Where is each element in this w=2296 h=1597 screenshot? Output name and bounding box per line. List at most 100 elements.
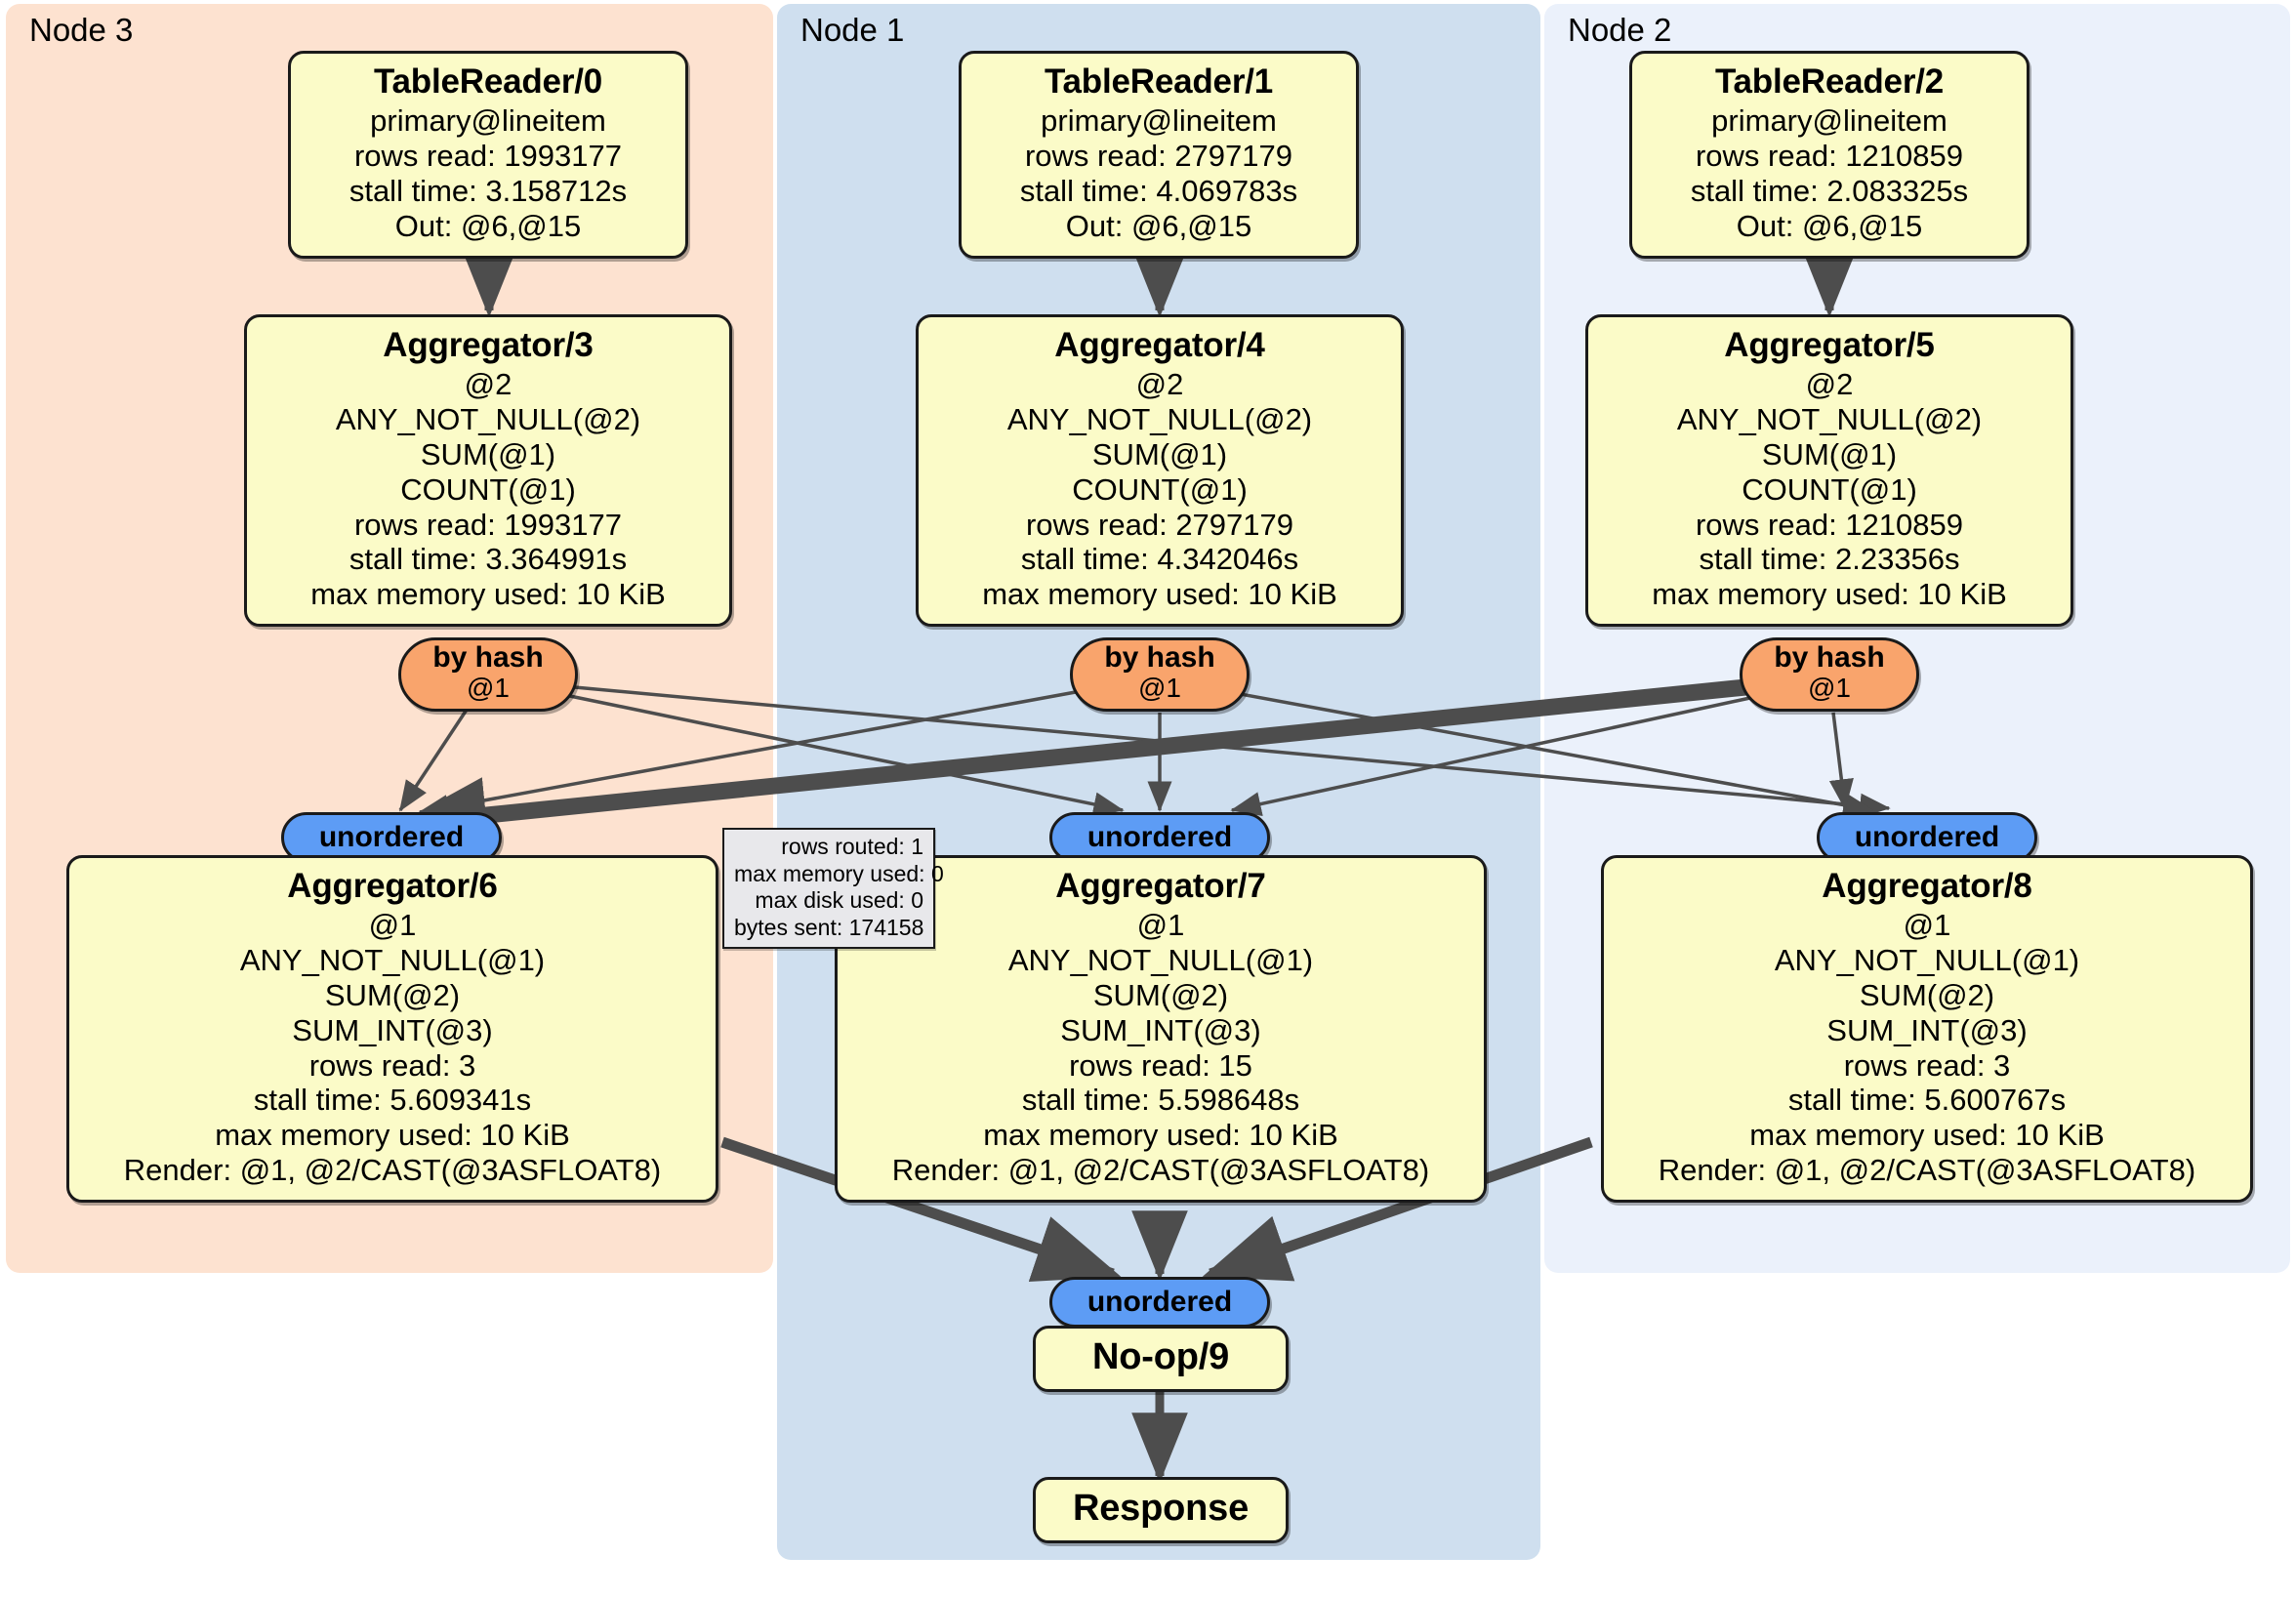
operator-detail: max memory used: 10 KiB (983, 1118, 1338, 1153)
operator-detail: rows read: 1993177 (353, 507, 623, 542)
operator-detail: @2 (1805, 366, 1854, 401)
router-unordered-final[interactable]: unordered (1049, 1277, 1270, 1328)
router-by-hash-node-3[interactable]: by hash @1 (398, 637, 578, 712)
operator-response[interactable]: Response (1033, 1477, 1289, 1544)
operator-detail: ANY_NOT_NULL(@1) (1774, 942, 2080, 977)
operator-detail: SUM(@2) (1092, 977, 1229, 1012)
operator-aggregator-8[interactable]: Aggregator/8 @1 ANY_NOT_NULL(@1) SUM(@2)… (1601, 855, 2253, 1204)
operator-title: Aggregator/3 (383, 326, 594, 364)
operator-detail: rows read: 2797179 (1025, 507, 1294, 542)
router-unordered-node-1[interactable]: unordered (1049, 812, 1270, 863)
operator-detail: ANY_NOT_NULL(@2) (335, 401, 641, 436)
router-title: by hash (1774, 641, 1885, 675)
cluster-label-node-3: Node 3 (29, 12, 134, 48)
router-title: by hash (432, 641, 544, 675)
operator-detail: rows read: 15 (1069, 1047, 1252, 1083)
operator-detail: rows read: 3 (1843, 1047, 2011, 1083)
operator-detail: @1 (1136, 907, 1185, 942)
operator-detail: SUM(@1) (420, 436, 556, 471)
operator-aggregator-7[interactable]: Aggregator/7 @1 ANY_NOT_NULL(@1) SUM(@2)… (835, 855, 1487, 1204)
operator-detail: stall time: 4.069783s (1019, 173, 1298, 208)
router-title: by hash (1104, 641, 1215, 675)
operator-detail: SUM_INT(@3) (1060, 1012, 1261, 1047)
operator-table-reader-0[interactable]: TableReader/0 primary@lineitem rows read… (288, 51, 688, 259)
operator-detail: stall time: 5.609341s (253, 1083, 532, 1118)
operator-no-op-9[interactable]: No-op/9 (1033, 1326, 1289, 1393)
operator-title: TableReader/1 (1044, 62, 1274, 101)
operator-detail: COUNT(@1) (1742, 471, 1917, 507)
operator-table-reader-2[interactable]: TableReader/2 primary@lineitem rows read… (1629, 51, 2030, 259)
operator-detail: Render: @1, @2/CAST(@3ASFLOAT8) (1658, 1153, 2196, 1188)
operator-detail: ANY_NOT_NULL(@2) (1676, 401, 1983, 436)
operator-aggregator-3[interactable]: Aggregator/3 @2 ANY_NOT_NULL(@2) SUM(@1)… (244, 314, 732, 628)
operator-detail: COUNT(@1) (400, 471, 576, 507)
router-title: unordered (1086, 820, 1233, 853)
operator-title: Aggregator/5 (1724, 326, 1935, 364)
operator-detail: primary@lineitem (370, 102, 606, 138)
stream-stat: max disk used: 0 (755, 887, 923, 914)
operator-detail: Out: @6,@15 (1736, 208, 1923, 243)
operator-detail: SUM(@2) (1859, 977, 1995, 1012)
operator-detail: stall time: 2.23356s (1699, 542, 1960, 577)
router-column: @1 (1138, 673, 1181, 704)
operator-detail: max memory used: 10 KiB (982, 577, 1337, 612)
operator-detail: @2 (1135, 366, 1184, 401)
router-by-hash-node-2[interactable]: by hash @1 (1740, 637, 1919, 712)
operator-detail: stall time: 5.600767s (1787, 1083, 2067, 1118)
router-column: @1 (1808, 673, 1851, 704)
router-column: @1 (467, 673, 510, 704)
operator-detail: rows read: 1210859 (1695, 138, 1964, 173)
operator-detail: max memory used: 10 KiB (215, 1118, 570, 1153)
operator-aggregator-6[interactable]: Aggregator/6 @1 ANY_NOT_NULL(@1) SUM(@2)… (66, 855, 718, 1204)
operator-detail: rows read: 1993177 (353, 138, 623, 173)
operator-detail: ANY_NOT_NULL(@1) (239, 942, 546, 977)
operator-detail: stall time: 5.598648s (1021, 1083, 1300, 1118)
stream-stat: bytes sent: 174158 (734, 914, 924, 940)
operator-detail: @1 (368, 907, 417, 942)
cluster-label-node-2: Node 2 (1568, 12, 1672, 48)
operator-title: Response (1072, 1488, 1249, 1529)
operator-title: Aggregator/6 (287, 867, 498, 905)
operator-detail: max memory used: 10 KiB (1749, 1118, 2105, 1153)
operator-detail: stall time: 3.158712s (348, 173, 628, 208)
router-title: unordered (1854, 820, 2000, 853)
operator-title: Aggregator/4 (1054, 326, 1265, 364)
operator-detail: SUM_INT(@3) (1826, 1012, 2028, 1047)
operator-detail: COUNT(@1) (1072, 471, 1248, 507)
operator-detail: primary@lineitem (1041, 102, 1277, 138)
operator-title: Aggregator/8 (1822, 867, 2032, 905)
operator-detail: ANY_NOT_NULL(@2) (1006, 401, 1313, 436)
operator-detail: primary@lineitem (1711, 102, 1948, 138)
stream-stat: rows routed: 1 (781, 834, 923, 859)
operator-detail: @1 (1903, 907, 1951, 942)
operator-detail: SUM(@1) (1761, 436, 1898, 471)
operator-aggregator-4[interactable]: Aggregator/4 @2 ANY_NOT_NULL(@2) SUM(@1)… (916, 314, 1404, 628)
operator-detail: max memory used: 10 KiB (1652, 577, 2007, 612)
router-title: unordered (1086, 1285, 1233, 1318)
operator-title: TableReader/2 (1714, 62, 1945, 101)
operator-detail: rows read: 2797179 (1024, 138, 1293, 173)
cluster-label-node-1: Node 1 (800, 12, 905, 48)
operator-detail: SUM(@1) (1091, 436, 1228, 471)
stream-stat: max memory used: 0 (734, 860, 944, 886)
operator-detail: rows read: 3 (308, 1047, 476, 1083)
operator-detail: Render: @1, @2/CAST(@3ASFLOAT8) (891, 1153, 1430, 1188)
operator-table-reader-1[interactable]: TableReader/1 primary@lineitem rows read… (959, 51, 1359, 259)
operator-detail: rows read: 1210859 (1695, 507, 1964, 542)
operator-aggregator-5[interactable]: Aggregator/5 @2 ANY_NOT_NULL(@2) SUM(@1)… (1585, 314, 2073, 628)
operator-detail: Out: @6,@15 (1065, 208, 1252, 243)
operator-detail: stall time: 3.364991s (348, 542, 628, 577)
router-title: unordered (318, 820, 465, 853)
stream-stats-box[interactable]: rows routed: 1 max memory used: 0 max di… (722, 828, 944, 950)
operator-detail: Render: @1, @2/CAST(@3ASFLOAT8) (123, 1153, 662, 1188)
operator-detail: stall time: 4.342046s (1020, 542, 1299, 577)
operator-detail: max memory used: 10 KiB (310, 577, 666, 612)
operator-title: Aggregator/7 (1055, 867, 1266, 905)
operator-detail: @2 (464, 366, 512, 401)
router-unordered-node-2[interactable]: unordered (1817, 812, 2037, 863)
operator-detail: Out: @6,@15 (394, 208, 582, 243)
operator-title: No-op/9 (1091, 1336, 1230, 1377)
router-by-hash-node-1[interactable]: by hash @1 (1070, 637, 1250, 712)
operator-title: TableReader/0 (373, 62, 603, 101)
